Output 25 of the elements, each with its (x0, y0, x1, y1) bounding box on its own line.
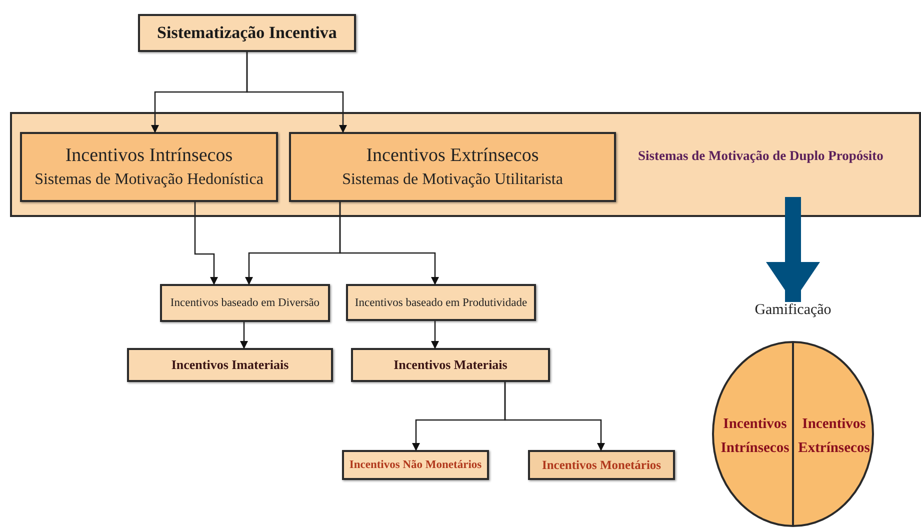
process-box: Incentivos Materiais (351, 348, 550, 382)
arrow (246, 52, 347, 133)
box-subtitle: Sistemas de Motivação Utilitarista (342, 171, 563, 189)
process-box: Incentivos Monetários (528, 450, 675, 480)
band-heading: Sistemas de Motivação de Duplo Propósito (638, 148, 884, 164)
category-box (20, 132, 278, 202)
category-box (289, 132, 616, 202)
arrow (504, 382, 605, 451)
block-arrow (766, 197, 820, 302)
box-subtitle: Sistemas de Motivação Hedonística (34, 171, 264, 189)
diagram-heading: Gamificação (754, 302, 832, 319)
title-box: Sistematização Incentiva (138, 14, 356, 52)
arrow (339, 202, 439, 285)
process-box: Incentivos baseado em Diversão (160, 284, 330, 322)
group-band (10, 112, 921, 217)
box-heading: Incentivos Extrínsecos (366, 145, 539, 167)
box-heading: Incentivos Intrínsecos (65, 145, 233, 167)
arrow (240, 322, 248, 349)
process-box: Incentivos Não Monetários (342, 450, 489, 480)
node-label: Incentivos Intrínsecos (720, 415, 790, 458)
arrow (431, 321, 439, 349)
process-box: Incentivos baseado em Produtividade (346, 284, 536, 321)
node-label: Incentivos Extrínsecos (797, 415, 871, 458)
process-box: Incentivos Imateriais (127, 348, 333, 382)
arrow (194, 202, 218, 285)
